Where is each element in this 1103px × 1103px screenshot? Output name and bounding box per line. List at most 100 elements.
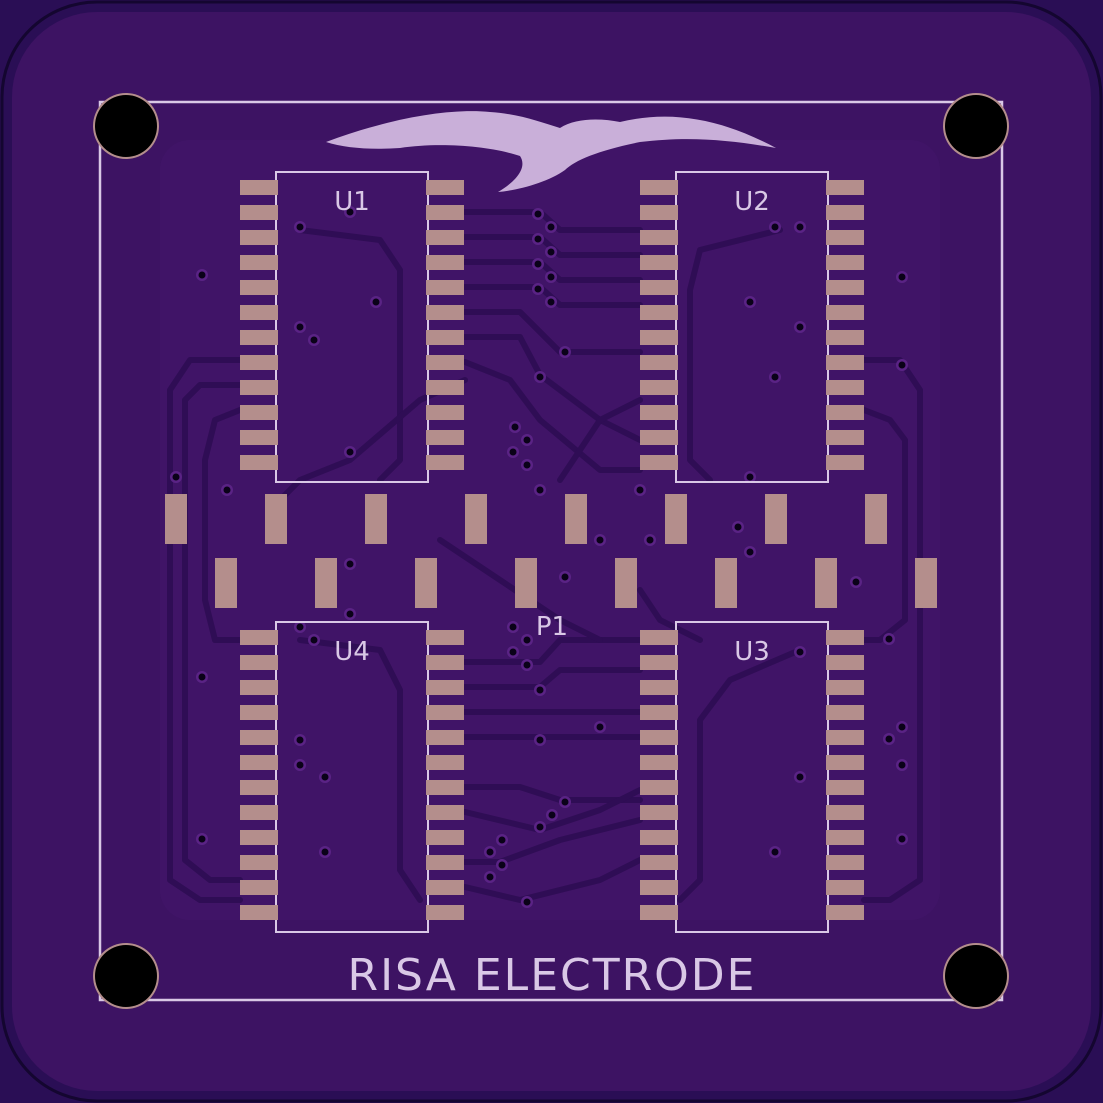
via — [198, 271, 206, 279]
component-pad — [426, 230, 464, 245]
component-pad — [240, 855, 278, 870]
via — [509, 448, 517, 456]
via — [321, 773, 329, 781]
component-pad — [826, 780, 864, 795]
component-pad — [826, 205, 864, 220]
component-pad — [426, 780, 464, 795]
component-u1: U1 — [240, 171, 464, 483]
via — [498, 861, 506, 869]
component-pad — [640, 855, 678, 870]
via — [547, 298, 555, 306]
via — [771, 373, 779, 381]
via — [547, 273, 555, 281]
mounting-hole — [95, 95, 157, 157]
connector-pad — [215, 558, 237, 608]
via — [536, 373, 544, 381]
component-pad — [640, 755, 678, 770]
via — [534, 285, 542, 293]
via — [511, 423, 519, 431]
component-pad — [240, 680, 278, 695]
component-label: U3 — [734, 637, 770, 667]
component-pad — [426, 880, 464, 895]
component-u4: U4 — [240, 621, 464, 933]
via — [310, 336, 318, 344]
component-pad — [240, 405, 278, 420]
via — [172, 473, 180, 481]
trace — [297, 227, 403, 483]
component-pad — [426, 180, 464, 195]
component-pad — [240, 830, 278, 845]
component-pad — [240, 255, 278, 270]
via — [796, 773, 804, 781]
component-pad — [826, 180, 864, 195]
via — [198, 835, 206, 843]
component-pad — [240, 380, 278, 395]
via — [548, 811, 556, 819]
component-pad — [240, 755, 278, 770]
component-pad — [826, 255, 864, 270]
component-pad — [640, 705, 678, 720]
connector-pad — [515, 558, 537, 608]
component-pad — [240, 730, 278, 745]
via — [198, 673, 206, 681]
via — [561, 798, 569, 806]
traces — [167, 209, 923, 903]
component-label: U4 — [334, 637, 370, 667]
component-pad — [240, 180, 278, 195]
component-pad — [640, 380, 678, 395]
component-pad — [426, 380, 464, 395]
via — [852, 578, 860, 586]
trace — [687, 227, 783, 483]
component-pad — [826, 805, 864, 820]
component-pad — [640, 655, 678, 670]
via — [310, 636, 318, 644]
trace — [462, 284, 643, 308]
via — [296, 623, 304, 631]
trace — [462, 787, 643, 833]
component-pad — [640, 805, 678, 820]
component-pad — [240, 330, 278, 345]
trace — [557, 397, 643, 483]
trace — [462, 667, 643, 690]
component-pad — [826, 880, 864, 895]
component-pad — [826, 430, 864, 445]
connector-pad — [315, 558, 337, 608]
component-pad — [426, 455, 464, 470]
component-pad — [640, 405, 678, 420]
component-pad — [426, 905, 464, 920]
via — [771, 848, 779, 856]
via — [534, 235, 542, 243]
via — [223, 486, 231, 494]
via — [536, 486, 544, 494]
component-pad — [640, 680, 678, 695]
trace — [462, 857, 643, 903]
component-pad — [640, 880, 678, 895]
component-pad — [426, 755, 464, 770]
component-pad — [826, 280, 864, 295]
via — [321, 848, 329, 856]
component-pad — [826, 305, 864, 320]
via — [296, 736, 304, 744]
copper-pour — [160, 140, 940, 920]
via — [536, 736, 544, 744]
connector-pad — [465, 494, 487, 544]
component-pad — [826, 455, 864, 470]
component-pad — [240, 430, 278, 445]
via — [561, 573, 569, 581]
trace — [462, 209, 643, 233]
via — [561, 348, 569, 356]
trace — [861, 357, 923, 903]
component-pad — [640, 180, 678, 195]
connector-pad — [715, 558, 737, 608]
component-outline — [675, 171, 829, 483]
component-pad — [826, 705, 864, 720]
component-pad — [426, 680, 464, 695]
component-pad — [426, 630, 464, 645]
mounting-hole — [95, 945, 157, 1007]
component-pad — [240, 705, 278, 720]
component-pad — [240, 880, 278, 895]
connector-pad — [365, 494, 387, 544]
connector-pad — [165, 494, 187, 544]
